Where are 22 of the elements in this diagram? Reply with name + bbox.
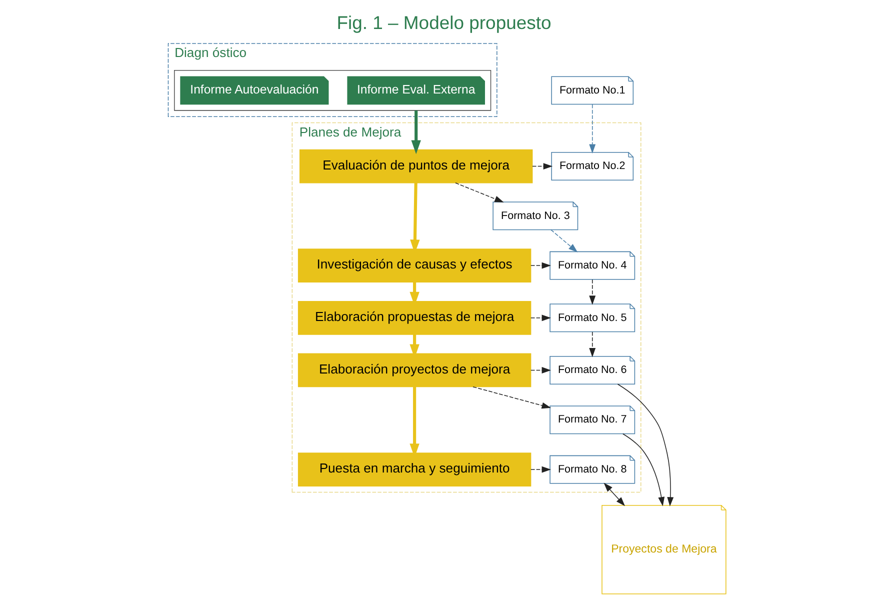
arrow (530, 262, 552, 269)
arrow (530, 314, 552, 322)
arrow (411, 110, 421, 154)
arrow (530, 367, 552, 374)
node-box: Investigación de causas y efectos (298, 248, 532, 282)
arrow (589, 104, 596, 154)
arrow (617, 384, 674, 506)
arrow (532, 163, 553, 170)
arrow (550, 229, 578, 252)
arrow (589, 332, 596, 358)
node-box: Elaboración proyectos de mejora (298, 353, 532, 388)
arrow (472, 386, 552, 409)
arrow (622, 433, 665, 506)
arrow (604, 482, 626, 506)
arrow (589, 279, 596, 305)
diagram-title: Fig. 1 – Modelo propuesto (336, 12, 552, 34)
node-box: Evaluación de puntos de mejora (299, 149, 533, 184)
cluster (174, 70, 492, 111)
arrow (455, 182, 504, 202)
node-box: Puesta en marcha y seguimiento (298, 452, 532, 486)
node-box: Elaboración propuestas de mejora (298, 300, 532, 335)
arrow (530, 466, 552, 473)
